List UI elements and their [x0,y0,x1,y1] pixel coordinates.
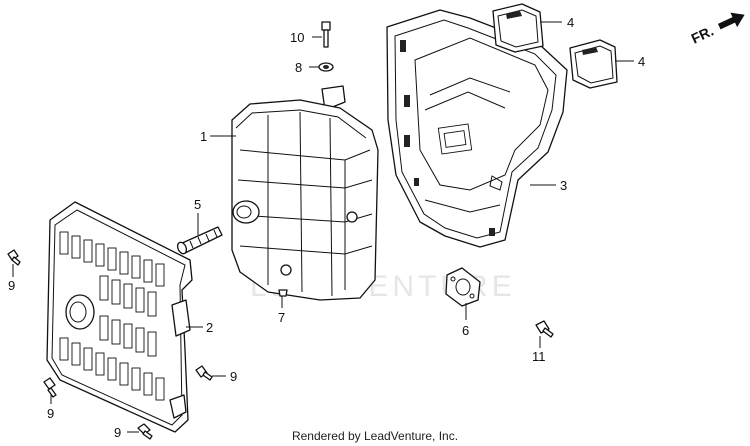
callout-4-upper: 4 [567,15,574,30]
muffler-protector-grille-part [46,201,193,433]
front-direction-label: FR. [689,23,716,47]
callout-11: 11 [532,349,546,364]
arrow-icon [717,12,745,30]
callout-10: 10 [290,30,304,45]
bolt-9-left-part [7,249,21,266]
bolt-10-part [321,21,331,48]
spark-arrester-part [176,226,223,255]
callout-2: 2 [206,320,213,335]
callout-9-lower: 9 [47,406,54,421]
callout-8: 8 [295,60,302,75]
callout-9-right: 9 [230,369,237,384]
muffler-protector-part [386,9,568,248]
grille-slots [59,231,165,401]
front-direction-indicator: FR. [689,12,745,47]
screw-7-part [278,289,288,297]
cover-part-upper [492,3,544,53]
leader-lines [12,21,634,433]
washer-8-part [318,62,334,72]
bolt-9-lower-part [43,377,57,398]
callout-3: 3 [560,178,567,193]
footer-credit: Rendered by LeadVenture, Inc. [291,429,459,443]
gasket-part [445,267,481,307]
callout-labels: 1 2 3 4 4 5 6 7 8 9 9 9 9 10 11 [8,15,645,440]
muffler-part [231,85,379,301]
bolt-11-part [535,320,554,338]
callout-9-bottom: 9 [114,425,121,440]
bolt-9-right-part [195,365,213,381]
callout-6: 6 [462,323,469,338]
callout-5: 5 [194,197,201,212]
cover-part-lower [569,39,618,89]
callout-4-lower: 4 [638,54,645,69]
callout-9-left: 9 [8,278,15,293]
callout-7: 7 [278,310,285,325]
bolt-9-bottom-part [137,423,153,440]
callout-1: 1 [200,129,207,144]
